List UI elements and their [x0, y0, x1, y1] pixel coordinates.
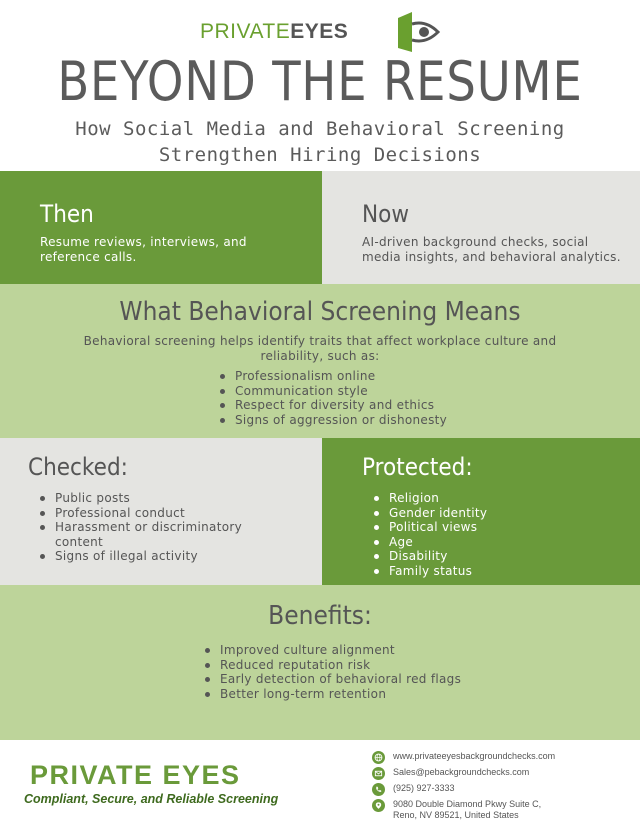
list-item: Early detection of behavioral red flags: [203, 672, 468, 687]
checked-section: Checked: Public posts Professional condu…: [0, 438, 322, 585]
phone-icon: [372, 783, 385, 796]
header: PRIVATEEYES BEYOND THE RESUME How Social…: [0, 0, 640, 171]
list-item: Better long-term retention: [203, 687, 468, 702]
page-subtitle: How Social Media and Behavioral Screenin…: [75, 118, 565, 166]
contact-phone[interactable]: (925) 927-3333: [372, 783, 455, 796]
list-item: Disability: [372, 549, 612, 564]
benefits-section: Benefits: Improved culture alignment Red…: [0, 585, 640, 740]
behavioral-screening-section: What Behavioral Screening Means Behavior…: [0, 284, 640, 438]
contact-address: 9080 Double Diamond Pkwy Suite C, Reno, …: [372, 799, 541, 821]
then-text: Resume reviews, interviews, and referenc…: [40, 235, 247, 264]
protected-list: Religion Gender identity Political views…: [372, 491, 612, 578]
means-heading: What Behavioral Screening Means: [119, 297, 521, 327]
list-item: Public posts: [38, 491, 278, 506]
checked-heading: Checked:: [28, 453, 128, 481]
list-item: Reduced reputation risk: [203, 658, 468, 673]
website-link[interactable]: www.privateeyesbackgroundchecks.com: [393, 751, 556, 761]
then-section: Then Resume reviews, interviews, and ref…: [0, 171, 322, 284]
checked-list: Public posts Professional conduct Harass…: [38, 491, 278, 564]
footer-tagline: Compliant, Secure, and Reliable Screenin…: [24, 792, 279, 806]
list-item: Family status: [372, 564, 612, 579]
globe-icon: [372, 751, 385, 764]
list-item: Political views: [372, 520, 612, 535]
list-item: Religion: [372, 491, 612, 506]
now-text: AI-driven background checks, social medi…: [362, 235, 621, 264]
location-pin-icon: [372, 799, 385, 812]
logo: PRIVATEEYES: [0, 6, 640, 52]
email-link[interactable]: Sales@pebackgroundchecks.com: [393, 767, 530, 777]
list-item: Professionalism online: [218, 369, 447, 384]
now-section: Now AI-driven background checks, social …: [322, 171, 640, 284]
protected-section: Protected: Religion Gender identity Poli…: [322, 438, 640, 585]
benefits-heading: Benefits:: [268, 601, 372, 631]
list-item: Signs of illegal activity: [38, 549, 278, 564]
benefits-list: Improved culture alignment Reduced reput…: [203, 643, 468, 701]
logo-text: PRIVATEEYES: [200, 20, 349, 43]
page-title: BEYOND THE RESUME: [57, 50, 583, 113]
list-item: Respect for diversity and ethics: [218, 398, 447, 413]
protected-heading: Protected:: [362, 453, 473, 481]
means-list: Professionalism online Communication sty…: [218, 369, 447, 427]
means-intro: Behavioral screening helps identify trai…: [83, 334, 557, 363]
address: 9080 Double Diamond Pkwy Suite C, Reno, …: [393, 799, 542, 820]
now-heading: Now: [362, 200, 410, 228]
footer-brand: PRIVATE EYES: [30, 760, 241, 790]
list-item: Harassment or discriminatory content: [38, 520, 278, 549]
list-item: Improved culture alignment: [203, 643, 468, 658]
list-item: Age: [372, 535, 612, 550]
mail-icon: [372, 767, 385, 780]
footer: PRIVATE EYES Compliant, Secure, and Reli…: [0, 740, 640, 829]
list-item: Signs of aggression or dishonesty: [218, 413, 447, 428]
eye-door-logo-icon: [398, 12, 441, 52]
list-item: Professional conduct: [38, 506, 278, 521]
list-item: Gender identity: [372, 506, 612, 521]
contact-website[interactable]: www.privateeyesbackgroundchecks.com: [372, 751, 555, 764]
phone-number[interactable]: (925) 927-3333: [393, 783, 455, 793]
then-heading: Then: [40, 200, 94, 228]
contact-email[interactable]: Sales@pebackgroundchecks.com: [372, 767, 529, 780]
list-item: Communication style: [218, 384, 447, 399]
